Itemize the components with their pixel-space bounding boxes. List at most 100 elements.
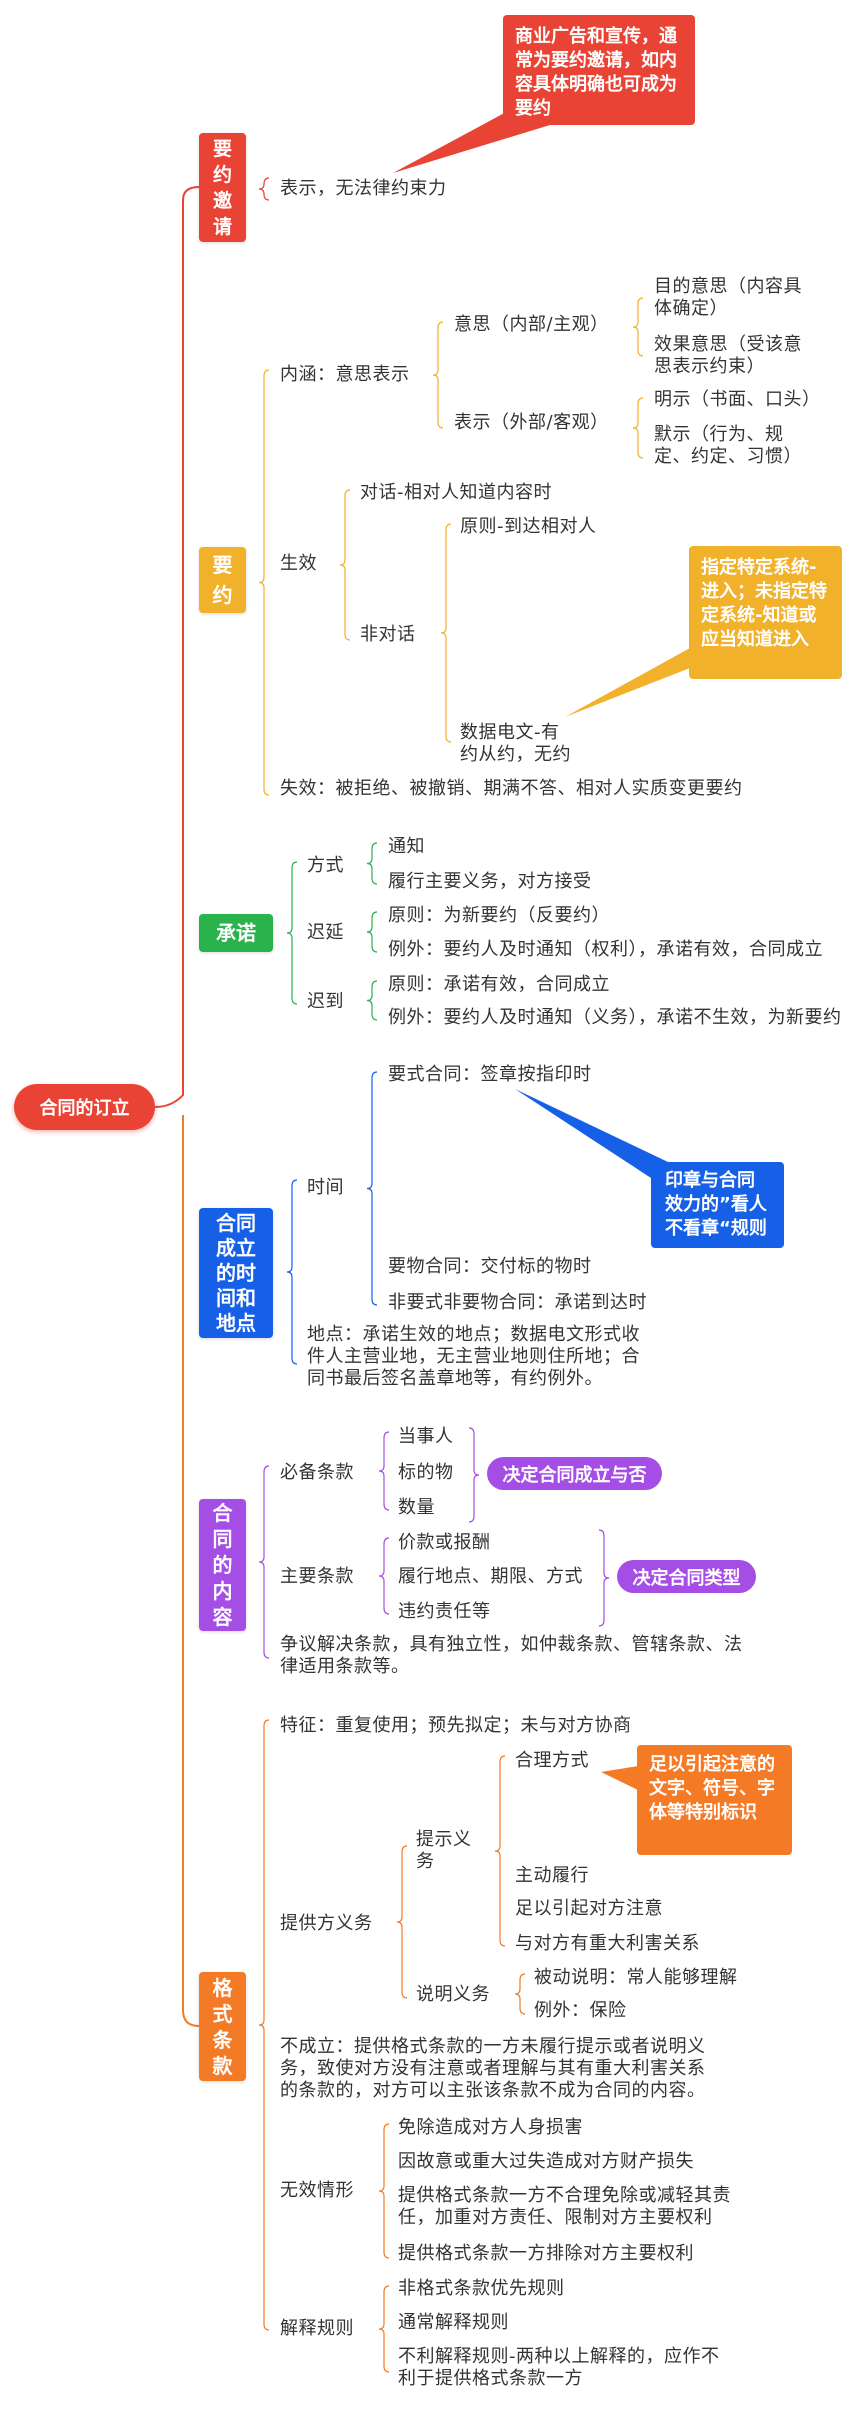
time-item[interactable]: 要式合同：签章按指印时 [388,1064,592,1085]
branch-standard-terms[interactable]: 格式条款 [199,1972,246,2081]
content-required[interactable]: 必备条款 [280,1462,354,1483]
notice-callout-pointer [601,1766,638,1790]
standard-void[interactable]: 无效情形 [280,2180,354,2201]
offer-callout: 指定特定系统-进入；未指定特定系统-知道或应当知道进入 [689,546,842,679]
invitation-callout: 商业广告和宣传，通常为要约邀请，如内容具体明确也可成为要约 [503,15,695,125]
branch-formation[interactable]: 合同成立的时间和地点 [199,1208,273,1338]
acceptance-delay[interactable]: 迟延 [307,922,344,943]
bracket-line [378,2123,390,2259]
method-item[interactable]: 通知 [388,836,425,857]
required-item[interactable]: 标的物 [398,1462,454,1483]
bracket-line [366,1071,378,1306]
branch-invitation[interactable]: 要约邀请 [199,133,246,242]
bracket-line [440,523,452,743]
branch-acceptance[interactable]: 承诺 [199,914,273,952]
bracket-line [339,489,351,641]
bracket-line [632,397,644,459]
offer-effective[interactable]: 生效 [280,553,317,574]
explain-duty[interactable]: 说明义务 [416,1984,490,2005]
main-item[interactable]: 违约责任等 [398,1601,491,1622]
offer-callout-pointer [565,648,690,717]
acceptance-method[interactable]: 方式 [307,855,344,876]
void-item[interactable]: 因故意或重大过失造成对方财产损失 [398,2151,694,2172]
standard-not-formed[interactable]: 不成立：提供格式条款的一方未履行提示或者说明义务，致使对方没有注意或者理解与其有… [280,2036,706,2101]
formation-callout: 印章与合同效力的”看人不看章“规则 [651,1162,784,1248]
bracket-line [366,842,378,885]
expression-item[interactable]: 明示（书面、口头） [654,389,821,410]
bracket-line [494,1755,506,1947]
required-item[interactable]: 数量 [398,1497,435,1518]
offer-principle[interactable]: 原则-到达相对人 [460,516,597,537]
void-item[interactable]: 提供格式条款一方不合理免除或减轻其责任，加重对方责任、限制对方主要权利 [398,2185,731,2228]
late-item[interactable]: 原则：承诺有效，合同成立 [388,974,610,995]
bracket-line [258,369,270,796]
branch-offer[interactable]: 要约 [199,547,246,613]
trunk-line-upper [154,186,200,1108]
offer-invalid[interactable]: 失效：被拒绝、被撤销、期满不答、相对人实质变更要约 [280,778,743,799]
interpret-item[interactable]: 通常解释规则 [398,2312,509,2333]
notice-callout: 足以引起注意的文字、符号、字体等特别标识 [637,1745,792,1855]
root-node[interactable]: 合同的订立 [14,1084,155,1130]
main-item[interactable]: 履行地点、期限、方式 [398,1566,583,1587]
bracket-line [432,321,444,429]
bracket-line [378,1537,390,1615]
acceptance-late[interactable]: 迟到 [307,991,344,1012]
void-item[interactable]: 提供格式条款一方排除对方主要权利 [398,2243,694,2264]
void-item[interactable]: 免除造成对方人身损害 [398,2117,583,2138]
notice-item[interactable]: 足以引起对方注意 [515,1898,663,1919]
bracket-line [378,1431,390,1511]
bracket-line [632,297,644,357]
standard-duty[interactable]: 提供方义务 [280,1913,373,1934]
bracket-line [258,1465,270,1659]
time-item[interactable]: 要物合同：交付标的物时 [388,1256,592,1277]
explain-item[interactable]: 例外：保险 [534,2000,627,2021]
offer-expression[interactable]: 表示（外部/客观） [454,412,609,433]
expression-item[interactable]: 默示（行为、规定、约定、习惯） [654,424,802,467]
explain-item[interactable]: 被动说明：常人能够理解 [534,1967,738,1988]
offer-intent[interactable]: 意思（内部/主观） [454,314,609,335]
bracket-line [514,1973,526,2015]
offer-dialogue[interactable]: 对话-相对人知道内容时 [360,482,552,503]
offer-data-message[interactable]: 数据电文-有约从约，无约 [460,722,571,765]
formation-time[interactable]: 时间 [307,1177,344,1198]
interpret-item[interactable]: 非格式条款优先规则 [398,2278,565,2299]
bracket-line [286,861,298,1005]
content-main[interactable]: 主要条款 [280,1566,354,1587]
formation-place[interactable]: 地点：承诺生效的地点；数据电文形式收件人主营业地，无主营业地则住所地；合同书最后… [307,1324,640,1389]
required-item[interactable]: 当事人 [398,1426,454,1447]
time-item[interactable]: 非要式非要物合同：承诺到达时 [388,1292,647,1313]
interpret-item[interactable]: 不利解释规则-两种以上解释的，应作不利于提供格式条款一方 [398,2346,720,2389]
delay-item[interactable]: 原则：为新要约（反要约） [388,905,610,926]
bracket-line [366,980,378,1021]
content-dispute[interactable]: 争议解决条款，具有独立性，如仲裁条款、管辖条款、法律适用条款等。 [280,1634,743,1677]
notice-item[interactable]: 与对方有重大利害关系 [515,1933,700,1954]
formation-callout-pointer [515,1089,668,1178]
bracket-line [286,1179,298,1365]
notice-duty[interactable]: 提示义务 [416,1829,472,1872]
offer-non-dialogue[interactable]: 非对话 [360,624,416,645]
late-item[interactable]: 例外：要约人及时通知（义务），承诺不生效，为新要约 [388,1007,842,1028]
standard-interpret[interactable]: 解释规则 [280,2318,354,2339]
bracket-line [258,1719,270,2331]
notice-item[interactable]: 主动履行 [515,1865,589,1886]
invitation-callout-pointer [393,110,550,173]
main-item[interactable]: 价款或报酬 [398,1532,491,1553]
notice-item[interactable]: 合理方式 [515,1750,589,1771]
branch-content[interactable]: 合同的内容 [199,1499,246,1631]
bracket-line [258,177,270,201]
bracket-line [396,1845,408,1999]
intent-item[interactable]: 效果意思（受该意思表示约束） [654,334,802,377]
bracket-line [468,1427,480,1523]
bracket-line [598,1529,610,1627]
main-note-pill: 决定合同类型 [617,1560,756,1593]
required-note-pill: 决定合同成立与否 [487,1457,662,1490]
delay-item[interactable]: 例外：要约人及时通知（权利），承诺有效，合同成立 [388,939,823,960]
standard-feature[interactable]: 特征：重复使用；预先拟定；未与对方协商 [280,1715,632,1736]
intent-item[interactable]: 目的意思（内容具体确定） [654,276,802,319]
method-item[interactable]: 履行主要义务，对方接受 [388,871,592,892]
trunk-line-lower [182,1115,200,2027]
offer-connotation[interactable]: 内涵：意思表示 [280,364,410,385]
invitation-item[interactable]: 表示，无法律约束力 [280,178,447,199]
bracket-line [378,2285,390,2373]
